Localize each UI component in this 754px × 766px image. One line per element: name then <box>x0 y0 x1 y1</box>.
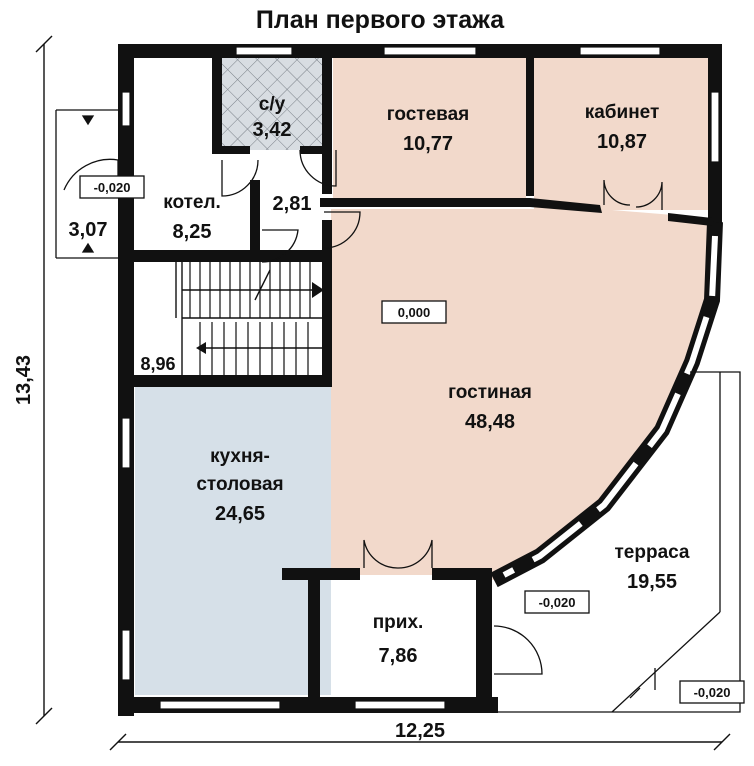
room-stairs-area: 8,96 <box>140 354 175 374</box>
terrace-outline <box>492 371 741 713</box>
room-hall-area: 2,81 <box>273 193 312 215</box>
level-box-porch <box>79 175 145 199</box>
dimension-height-label: 13,43 <box>13 355 35 405</box>
window-left-mid <box>121 417 131 469</box>
wall-guest-left <box>322 44 332 194</box>
wall-hall-bottom <box>134 250 332 262</box>
room-kitchen-name-2: столовая <box>196 474 283 495</box>
window-right-office <box>710 91 720 163</box>
room-kitchen-name-1: кухня- <box>210 446 270 467</box>
window-top-office <box>579 46 661 56</box>
wall-hall-right <box>322 220 332 250</box>
room-porch-area: 3,07 <box>69 219 108 241</box>
wall-bath-bottom2 <box>300 146 322 154</box>
wall-office-bottom <box>668 213 712 226</box>
wall-boiler-right <box>250 180 260 250</box>
room-entry-area: 7,86 <box>379 645 418 667</box>
staircase <box>175 262 324 375</box>
room-kitchen-area: 24,65 <box>215 503 265 525</box>
room-terrace-area: 19,55 <box>627 571 677 593</box>
guest-room-fill <box>333 58 526 198</box>
wall-stairs-right <box>322 262 332 380</box>
window-top-guest <box>383 46 477 56</box>
bathroom-tile <box>222 58 322 150</box>
window-top-bath <box>235 46 293 56</box>
dimension-width-line <box>109 733 731 751</box>
window-bottom-entry <box>354 700 446 710</box>
wall-guest-office <box>526 44 534 196</box>
curved-window-strip <box>502 235 718 578</box>
level-terrace: -0,020 <box>539 595 576 610</box>
room-entry-name: прих. <box>373 612 424 633</box>
room-boiler-area: 8,25 <box>173 221 212 243</box>
window-bottom-kitchen <box>159 700 281 710</box>
wall-entry-left <box>308 568 320 702</box>
level-box-terrace <box>524 590 590 614</box>
wall-bath-left <box>212 44 222 154</box>
wall-entry-top <box>282 568 360 580</box>
room-terrace-name: терраса <box>614 542 689 563</box>
window-left-top <box>121 91 131 127</box>
room-guest-name: гостевая <box>387 104 470 125</box>
porch <box>55 109 118 259</box>
wall-bath-bottom <box>212 146 250 154</box>
level-box-outside <box>679 680 745 704</box>
plan-title: План первого этажа <box>256 6 505 34</box>
room-living-name: гостиная <box>448 382 532 403</box>
room-bathroom-area: 3,42 <box>253 119 292 141</box>
wall-guest-bottom <box>320 198 602 213</box>
room-bathroom-name: с/у <box>259 94 286 115</box>
level-box-living <box>381 300 447 324</box>
doors <box>63 149 663 675</box>
room-office-area: 10,87 <box>597 131 647 153</box>
dimension-width-label: 12,25 <box>395 720 445 742</box>
dimension-height-line <box>35 35 53 725</box>
office-fill <box>534 58 710 210</box>
room-office-name: кабинет <box>585 102 660 123</box>
outer-wall-left <box>118 44 134 716</box>
window-left-low <box>121 629 131 681</box>
level-living: 0,000 <box>398 305 431 320</box>
level-outside: -0,020 <box>694 685 731 700</box>
room-guest-area: 10,77 <box>403 133 453 155</box>
wall-entry-top2 <box>432 568 492 580</box>
entry-wall-right <box>476 576 492 712</box>
room-living-area: 48,48 <box>465 411 515 433</box>
level-porch: -0,020 <box>94 180 131 195</box>
room-boiler-name: котел. <box>163 192 221 213</box>
wall-stairs-bottom <box>134 375 332 387</box>
kitchen-fill <box>135 385 331 695</box>
